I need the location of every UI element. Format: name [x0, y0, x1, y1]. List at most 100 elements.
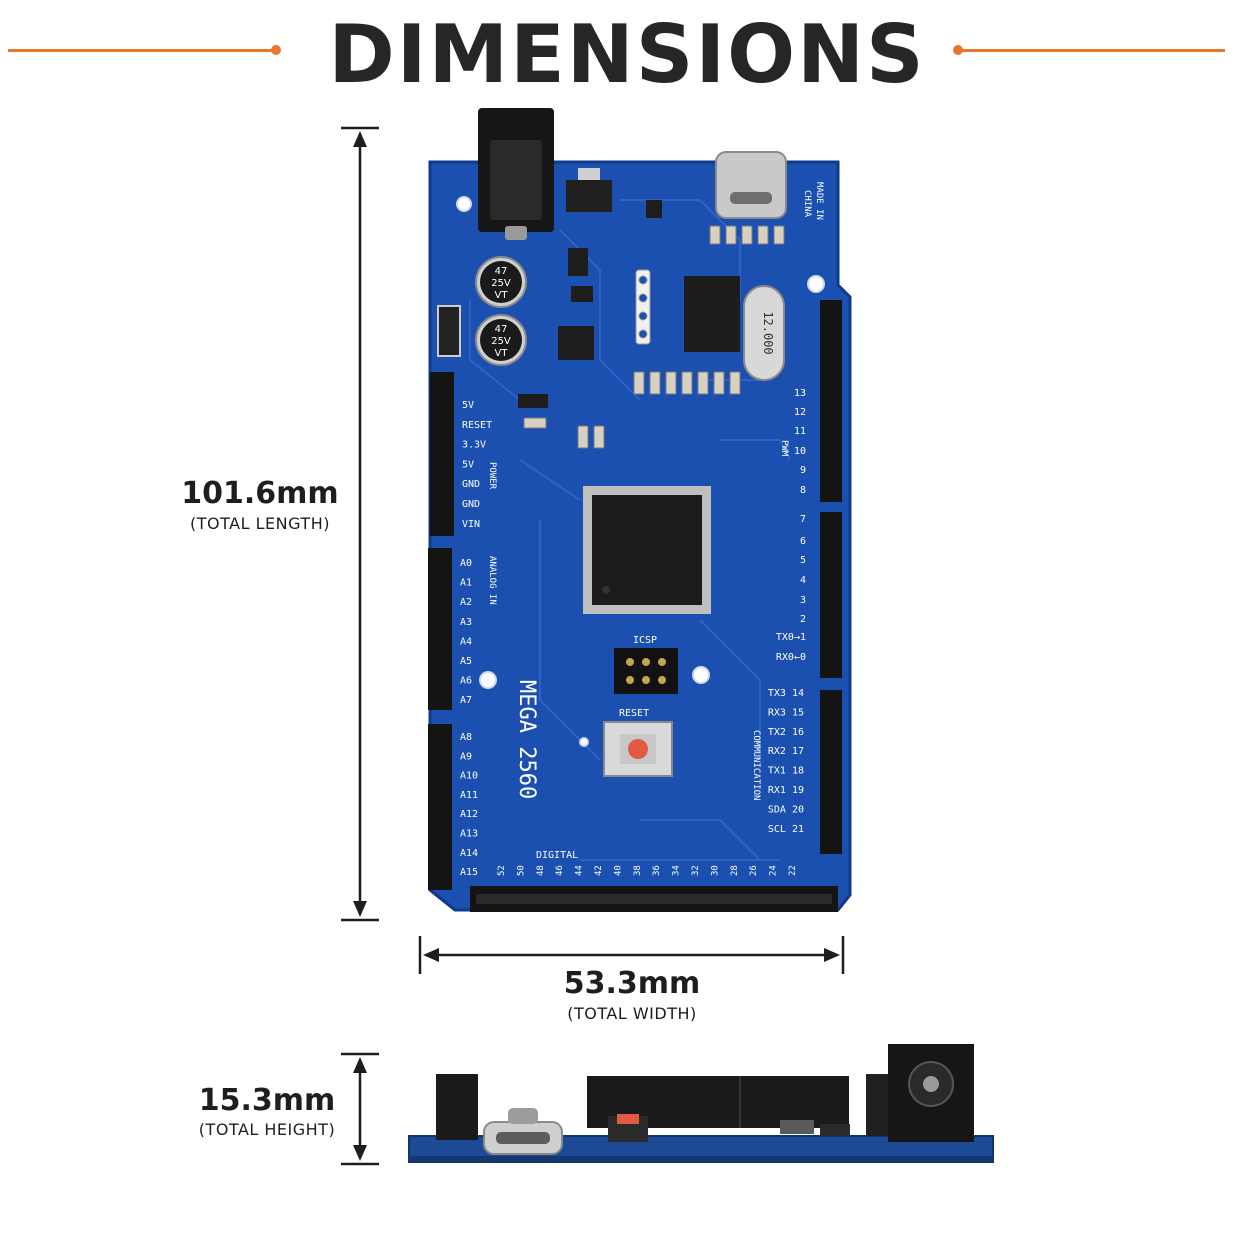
- digital-pin-label-9: 34: [672, 865, 682, 876]
- analog-pin-label-14: A14: [460, 848, 478, 859]
- power-label: POWER: [487, 462, 497, 490]
- power-pin-label-3: 5V: [462, 459, 474, 470]
- digital-pin-label-4: 44: [575, 865, 585, 876]
- pwm-pin-label-3: 10: [794, 446, 806, 457]
- reset-button: [603, 721, 673, 777]
- digital-pin-label-8: 36: [652, 865, 662, 876]
- pwm-pin-label-5: 8: [800, 485, 806, 496]
- voltage-regulator: [566, 180, 612, 212]
- header-rule-left-dot: [271, 45, 281, 55]
- height-dimension-line: [341, 1052, 379, 1166]
- height-value: 15.3mm: [198, 1083, 336, 1118]
- digital-pin-label-2: 48: [536, 865, 546, 876]
- digital-pin-label-13: 26: [749, 865, 759, 876]
- svg-text:VT: VT: [495, 348, 509, 359]
- digital-pin-label-14: 24: [769, 865, 779, 876]
- svg-text:25V: 25V: [491, 336, 511, 347]
- svg-text:25V: 25V: [491, 278, 511, 289]
- mounting-hole: [692, 666, 710, 684]
- mounting-hole: [807, 275, 825, 293]
- pwm-pin-label-0: 13: [794, 388, 806, 399]
- analog-pin-label-7: A7: [460, 695, 472, 706]
- comm-pin-label-5: RX1 19: [768, 785, 804, 796]
- mounting-hole: [579, 737, 589, 747]
- power-pin-label-5: GND: [462, 499, 480, 510]
- mounting-hole: [456, 196, 472, 212]
- width-label: (TOTAL WIDTH): [567, 1004, 697, 1023]
- comm-pin-label-3: RX2 17: [768, 746, 804, 757]
- diode: [437, 305, 461, 357]
- icsp-label: ICSP: [633, 635, 657, 646]
- digital-pin-label-1: 50: [516, 865, 526, 876]
- reset-label: RESET: [619, 708, 649, 719]
- digital-pin-label-6: 40: [613, 865, 623, 876]
- mounting-hole: [479, 671, 497, 689]
- digital-pin-label-5: 42: [594, 865, 604, 876]
- pwm-pin-label-12: TX0→1: [776, 632, 806, 643]
- power-pin-label-1: RESET: [462, 420, 492, 431]
- pwm-header-2: [820, 512, 842, 678]
- analog-pin-label-2: A2: [460, 597, 472, 608]
- height-label: (TOTAL HEIGHT): [198, 1120, 336, 1139]
- pwm-pin-label-1: 12: [794, 407, 806, 418]
- power-header: [430, 372, 454, 536]
- analog-pin-label-6: A6: [460, 676, 472, 687]
- analog-pin-label-15: A15: [460, 867, 478, 878]
- board-model-label: MEGA 2560: [514, 680, 539, 799]
- pwm-pin-label-11: 2: [800, 614, 806, 625]
- power-pin-label-2: 3.3V: [462, 440, 486, 451]
- digital-pin-label-7: 38: [633, 865, 643, 876]
- analog-header-2: [428, 724, 452, 890]
- digital-label: DIGITAL: [536, 850, 578, 861]
- pwm-pin-label-9: 4: [800, 575, 806, 586]
- pwm-label: PWM: [779, 440, 789, 457]
- pwm-pin-label-8: 5: [800, 555, 806, 566]
- usb-interface-ic: [684, 276, 740, 352]
- analog-pin-label-11: A11: [460, 790, 478, 801]
- analog-pin-label-9: A9: [460, 751, 472, 762]
- analog-pin-label-0: A0: [460, 558, 472, 569]
- header-rule-left: [8, 49, 276, 52]
- comm-pin-label-0: TX3 14: [768, 688, 804, 699]
- digital-pin-label-11: 30: [710, 865, 720, 876]
- length-dimension-line: [341, 126, 379, 922]
- page-title: DIMENSIONS: [328, 8, 926, 101]
- crystal-oscillator: 12.000: [743, 285, 785, 381]
- pwm-pin-label-13: RX0←0: [776, 652, 806, 663]
- digital-pin-label-12: 28: [730, 865, 740, 876]
- analog-pin-label-4: A4: [460, 636, 472, 647]
- comm-pin-label-6: SDA 20: [768, 804, 804, 815]
- usb-c-port: [715, 151, 787, 219]
- atmega2560-chip: [583, 486, 711, 614]
- header-rule-right-dot: [953, 45, 963, 55]
- width-value: 53.3mm: [563, 966, 701, 1001]
- pwm-pin-label-10: 3: [800, 595, 806, 606]
- small-ic: [558, 326, 594, 360]
- board-top-view: 47 25V VT 47 25V VT 12.000: [428, 108, 852, 912]
- svg-text:12.000: 12.000: [761, 311, 775, 354]
- comm-pin-label-7: SCL 21: [768, 824, 804, 835]
- digital-pin-label-10: 32: [691, 865, 701, 876]
- length-value: 101.6mm: [181, 476, 339, 511]
- digital-pin-label-3: 46: [555, 865, 565, 876]
- board-side-view: [408, 1044, 994, 1163]
- length-label: (TOTAL LENGTH): [190, 514, 330, 533]
- width-dimension-line: [418, 936, 845, 974]
- pwm-pin-label-2: 11: [794, 426, 806, 437]
- pwm-pin-label-6: 7: [800, 514, 806, 525]
- pwm-header: [820, 300, 842, 502]
- analog-pin-label-5: A5: [460, 656, 472, 667]
- analog-pin-label-3: A3: [460, 617, 472, 628]
- communication-header: [820, 690, 842, 854]
- pwm-pin-label-4: 9: [800, 465, 806, 476]
- made-in-label-2: CHINA: [802, 190, 812, 218]
- analog-header-1: [428, 548, 452, 710]
- communication-label: COMMUNICATION: [751, 730, 761, 800]
- header-rule-right: [955, 49, 1225, 52]
- capacitor-1: 47 25V VT: [475, 256, 527, 308]
- analog-pin-label-13: A13: [460, 829, 478, 840]
